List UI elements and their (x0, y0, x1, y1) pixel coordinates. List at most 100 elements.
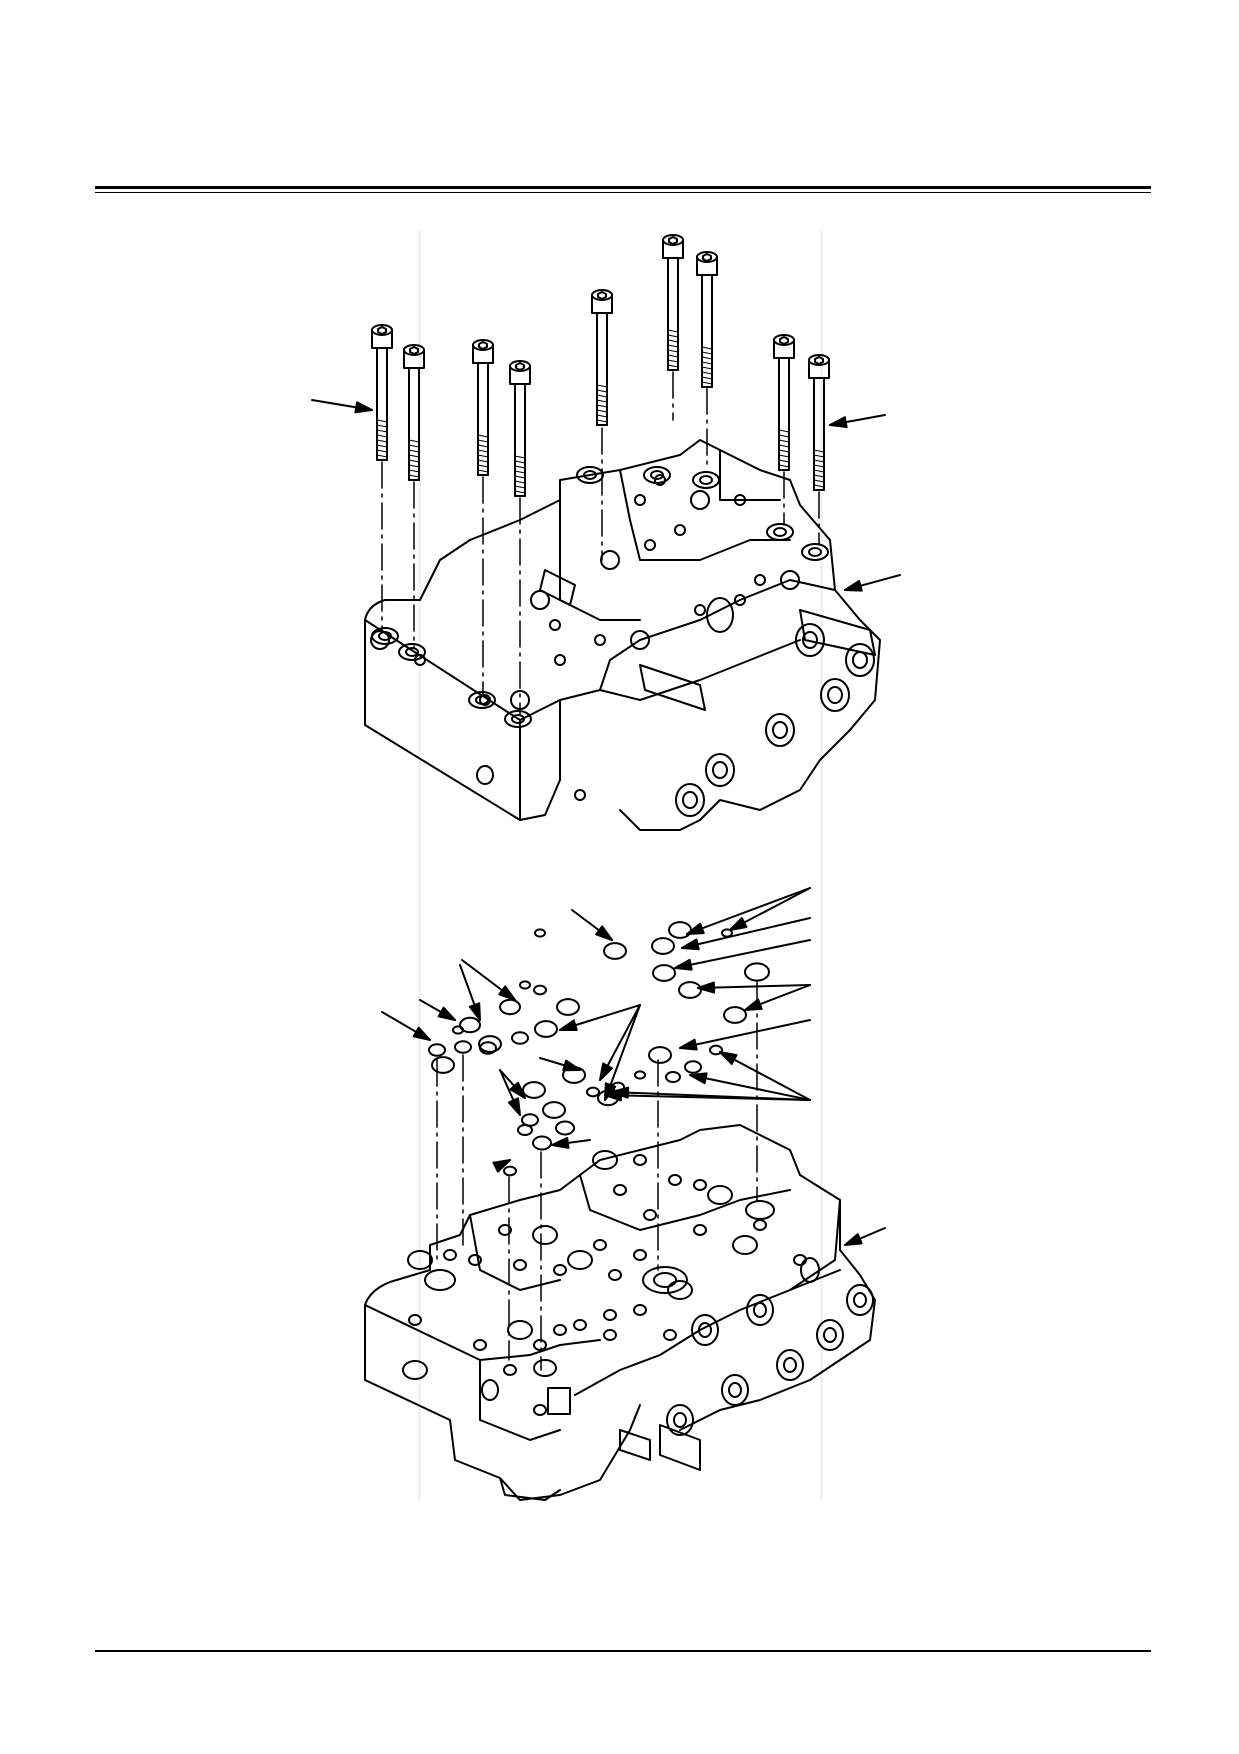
spool-end (765, 713, 795, 747)
o-ring (678, 981, 702, 999)
bolt-seat-hole (475, 695, 489, 705)
leader-arrow (559, 1004, 641, 1031)
socket-head-bolt (371, 324, 393, 461)
port-seat (424, 1269, 456, 1291)
leader-arrow (499, 1069, 521, 1116)
o-ring (499, 998, 521, 1016)
port-seat (533, 1359, 557, 1377)
port-seat (745, 1200, 775, 1220)
port-hole (533, 1339, 547, 1351)
spool-end (691, 1314, 719, 1346)
o-ring (652, 964, 676, 982)
port-hole (573, 1319, 587, 1331)
port-hole (507, 1320, 533, 1340)
leader-arrow (419, 999, 456, 1021)
port-hole (694, 604, 706, 616)
socket-head-bolt (472, 339, 494, 476)
socket-head-bolt (773, 334, 795, 471)
footer-rule (95, 1650, 1151, 1652)
o-ring (459, 1016, 481, 1034)
port-hole (634, 494, 646, 506)
port-hole (780, 570, 800, 590)
port-hole (667, 1280, 693, 1300)
leader-arrow (499, 1069, 526, 1099)
leader-arrow (604, 1004, 641, 1101)
o-ring (454, 1040, 472, 1054)
socket-head-bolt (696, 251, 718, 388)
o-ring (665, 1070, 681, 1084)
spool-bore (823, 1327, 837, 1343)
port-hole (734, 594, 746, 606)
port-hole (633, 1154, 647, 1166)
spool-bore (783, 1357, 797, 1373)
o-ring (684, 1060, 702, 1074)
spool-bore (753, 1302, 767, 1318)
o-ring (511, 1031, 529, 1045)
socket-head-bolt (591, 289, 613, 426)
large-port (706, 597, 734, 633)
port-hole (407, 1250, 433, 1270)
bolt-seat (692, 471, 720, 489)
port-hole (443, 1249, 457, 1261)
o-ring (668, 921, 692, 939)
leader-arrow (492, 1159, 511, 1173)
spool-end (675, 783, 705, 817)
port-hole (674, 524, 686, 536)
port-hole (553, 1264, 567, 1276)
port-hole (554, 654, 566, 666)
o-ring (709, 1044, 723, 1056)
relief-cartridge (639, 664, 706, 711)
socket-head-bolt (808, 354, 830, 491)
relief-cartridge (799, 609, 876, 656)
o-ring (555, 1120, 575, 1136)
spool-bore (853, 1292, 867, 1308)
bolt-seat (504, 710, 532, 728)
o-ring (533, 984, 547, 996)
port-hole (468, 1254, 482, 1266)
leader-arrow (381, 1011, 431, 1041)
leader-arrow (744, 984, 811, 1011)
spool-bore (728, 1382, 742, 1398)
leader-arrow-valve-lower (844, 1227, 886, 1246)
side-port (800, 1257, 820, 1283)
port-hole (600, 550, 620, 570)
port-hole (707, 1185, 733, 1205)
o-ring (431, 1056, 455, 1074)
spool-end (705, 753, 735, 787)
leader-arrow (681, 917, 811, 951)
o-ring (534, 928, 546, 938)
spool-end (820, 678, 850, 712)
spool-end (666, 1404, 694, 1436)
bolt-seat-hole (773, 527, 787, 537)
port-hole (592, 1150, 618, 1170)
cover-plate (547, 1387, 571, 1415)
port-hole (668, 1174, 682, 1186)
large-port-bore (653, 1272, 677, 1288)
spool-end (776, 1349, 804, 1381)
bolt-seat-hole (405, 647, 419, 657)
leader-arrow (674, 939, 811, 971)
bolt-seat (801, 543, 829, 561)
plug (539, 569, 576, 606)
port-hole (630, 630, 650, 650)
bolt-seat (576, 466, 604, 484)
bolt-seat-hole (511, 714, 525, 724)
port-hole (479, 694, 491, 706)
leader-arrow-valve (844, 574, 901, 592)
leader-arrow (719, 1051, 811, 1101)
control-valve-body (364, 439, 881, 831)
bolt-seat (766, 523, 794, 541)
spool-end (721, 1374, 749, 1406)
o-ring (478, 1035, 502, 1053)
o-ring (428, 1043, 446, 1057)
port-hole (567, 1250, 593, 1270)
port-hole (498, 1224, 512, 1236)
spool-bore (852, 651, 868, 669)
o-ring (452, 1025, 464, 1035)
o-ring (517, 1123, 533, 1137)
socket-head-bolt (509, 360, 531, 497)
spool-bore (698, 1322, 712, 1338)
o-ring (603, 942, 627, 960)
spool-end (816, 1319, 844, 1351)
